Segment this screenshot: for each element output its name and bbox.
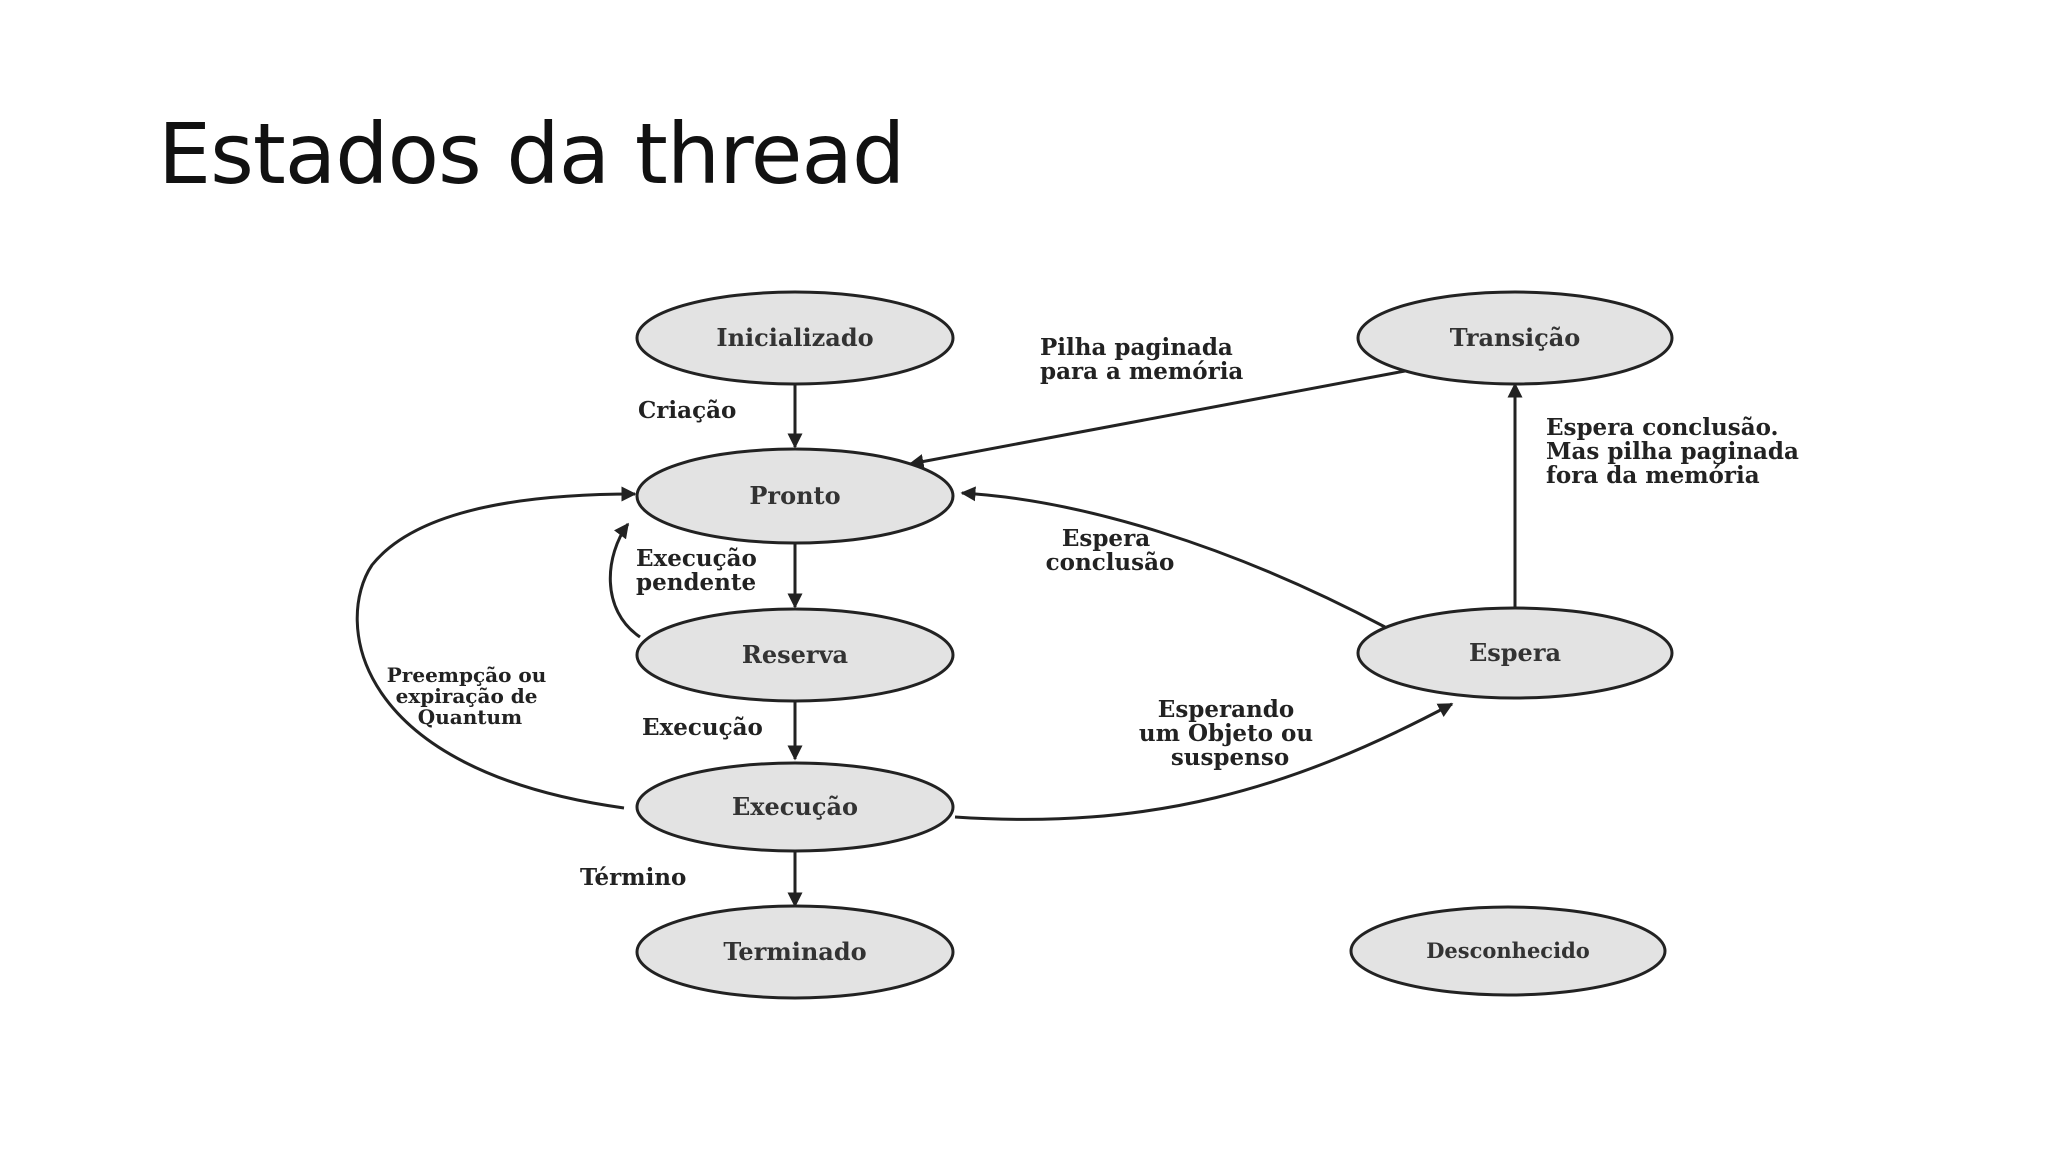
state-desconhecido-label: Desconhecido [1426,938,1590,963]
state-execucao-label: Execução [732,792,858,821]
label-espera-conclusao-mas-line-1: Espera conclusão. [1546,414,1779,441]
label-pilha-paginada-line-1: Pilha paginada [1040,334,1233,361]
label-execucao-pendente: Execução pendente [636,545,765,596]
state-pronto-label: Pronto [749,481,840,510]
state-desconhecido: Desconhecido [1349,905,1667,997]
edge-espera-conclusao [960,486,1386,629]
state-terminado-label: Terminado [723,937,866,966]
label-espera-conclusao-line-2: conclusão [1046,549,1175,576]
edge-reserva-to-pronto [608,522,641,639]
label-execucao: Execução [642,714,763,741]
label-espera-conclusao-line-1: Espera [1062,525,1150,552]
label-criacao: Criação [638,397,736,424]
label-execucao-pendente-line-2: pendente [636,569,756,596]
label-pilha-paginada: Pilha paginada para a memória [1040,334,1243,385]
state-reserva: Reserva [635,607,955,703]
label-preempcao: Preempção ou expiração de Quantum [387,663,553,729]
state-pronto: Pronto [635,447,955,545]
label-esperando-objeto-line-3: suspenso [1171,744,1289,771]
state-inicializado: Inicializado [635,290,955,386]
label-espera-conclusao-mas-line-3: fora da memória [1546,462,1760,489]
edge-esperando-objeto [954,702,1454,821]
state-transicao: Transição [1356,290,1674,386]
label-preempcao-line-2: expiração de [396,684,538,708]
label-esperando-objeto-line-1: Esperando [1158,696,1294,723]
state-transicao-label: Transição [1450,323,1581,352]
label-espera-conclusao-mas-line-2: Mas pilha paginada [1546,438,1799,465]
state-terminado: Terminado [635,904,955,1000]
label-pilha-paginada-line-2: para a memória [1040,358,1243,385]
edge-pilha-paginada [908,369,1406,469]
state-espera: Espera [1356,606,1674,700]
state-espera-label: Espera [1469,638,1561,667]
state-reserva-label: Reserva [742,640,848,669]
label-preempcao-line-1: Preempção ou [387,663,547,687]
state-inicializado-label: Inicializado [716,323,873,352]
label-execucao-pendente-line-1: Execução [636,545,757,572]
label-preempcao-line-3: Quantum [418,705,522,729]
slide-title: Estados da thread [158,105,905,203]
edge-preempcao [355,486,637,810]
label-espera-conclusao: Espera conclusão [1046,525,1175,576]
label-esperando-objeto: Esperando um Objeto ou suspenso [1139,696,1321,771]
label-espera-conclusao-mas: Espera conclusão. Mas pilha paginada for… [1546,414,1807,489]
label-esperando-objeto-line-2: um Objeto ou [1139,720,1313,747]
label-termino: Término [580,864,686,891]
state-execucao: Execução [635,761,955,853]
